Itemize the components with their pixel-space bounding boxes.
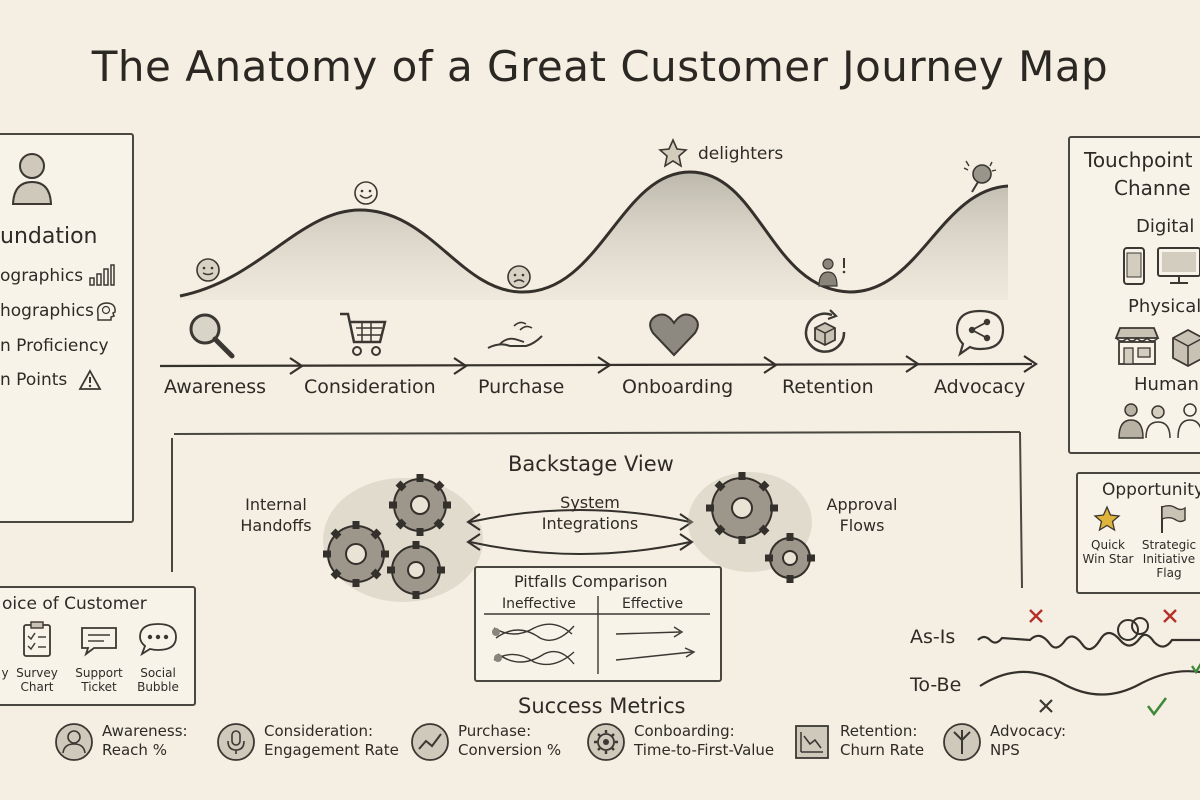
foundation-item: n Points	[0, 370, 68, 390]
to-be-label: To-Be	[910, 674, 962, 696]
support-ticket-icon	[81, 627, 117, 657]
neutral-face-icon	[196, 258, 220, 282]
journey-arrow	[159, 355, 1038, 375]
strategic-initiative-label: Strategic Initiative Flag	[1141, 538, 1197, 580]
stage-label-retention: Retention	[782, 376, 874, 398]
survey-clipboard-icon	[23, 621, 51, 657]
hand-payment-icon	[487, 321, 543, 349]
opportunity-heading: Opportunity	[1102, 480, 1200, 500]
system-integrations-label: System Integrations	[541, 493, 639, 533]
touchpoints-physical-label: Physical	[1128, 296, 1200, 317]
internal-handoffs-label: Internal Handoffs	[240, 495, 312, 535]
bar-chart-icon	[89, 264, 115, 286]
stage-label-advocacy: Advocacy	[934, 376, 1026, 398]
flag-icon	[1161, 505, 1186, 533]
voice-item: Social Bubble	[137, 666, 179, 694]
pitfalls-grid	[484, 596, 710, 674]
touchpoints-heading-line2: Channe	[1114, 176, 1191, 200]
opportunity-panel	[1076, 472, 1200, 594]
quick-win-label: Quick Win Star	[1082, 538, 1134, 566]
backstage-heading: Backstage View	[508, 452, 674, 476]
metric-line2: Time-to-First-Value	[634, 741, 775, 759]
page-title: The Anatomy of a Great Customer Journey …	[91, 42, 1109, 91]
delighters-label: delighters	[698, 144, 784, 164]
star-icon	[658, 138, 688, 168]
touchpoints-digital-label: Digital	[1136, 216, 1195, 237]
people-group-icon	[1118, 403, 1200, 439]
sad-face-icon	[507, 265, 531, 289]
star-icon	[1093, 505, 1121, 532]
foundation-item: n Proficiency	[0, 336, 109, 356]
touchpoints-human-label: Human	[1134, 374, 1199, 395]
shopping-cart-icon	[340, 312, 387, 356]
as-is-label: As-Is	[910, 626, 956, 648]
happy-face-icon	[354, 181, 378, 205]
microphone-metric-icon	[217, 723, 255, 761]
monitor-icon	[1157, 247, 1200, 284]
celebration-icon	[963, 160, 997, 193]
package-box-icon	[1172, 328, 1200, 368]
gears-cluster-icon	[323, 474, 483, 602]
voice-item: Support Ticket	[75, 666, 123, 694]
as-is-to-be-lines	[977, 609, 1200, 717]
foundation-item: ographics	[0, 266, 84, 286]
metric-line2: Reach %	[102, 741, 167, 759]
magnifier-icon	[189, 313, 235, 359]
gears-pair-icon	[688, 472, 815, 583]
phone-icon	[1123, 247, 1145, 285]
touchpoints-heading-line1: Touchpoint	[1084, 148, 1193, 172]
voice-heading: oice of Customer	[2, 594, 147, 614]
touchpoints-panel	[1068, 136, 1200, 454]
pitfalls-ineffective-label: Ineffective	[502, 596, 576, 612]
metric-line2: Churn Rate	[840, 741, 925, 759]
share-bubble-icon	[955, 309, 1005, 357]
brain-head-icon	[96, 302, 116, 321]
heart-icon	[649, 313, 699, 357]
metric-line1: Retention:	[840, 722, 918, 740]
nps-metric-icon	[943, 723, 981, 761]
voice-item: Survey Chart	[16, 666, 58, 694]
gear-metric-icon	[587, 723, 625, 761]
pitfalls-effective-label: Effective	[622, 596, 684, 612]
trend-metric-icon	[411, 723, 449, 761]
metric-line1: Consideration:	[264, 722, 374, 740]
stage-label-awareness: Awareness	[164, 376, 267, 398]
emotion-curve	[179, 170, 1009, 300]
stage-label-purchase: Purchase	[478, 376, 565, 398]
person-metric-icon	[55, 723, 93, 761]
chart-metric-icon	[795, 725, 829, 759]
metric-line1: Conboarding:	[634, 722, 735, 740]
foundation-heading: undation	[0, 224, 98, 249]
foundation-item: hographics	[0, 301, 94, 321]
persona-icon	[11, 153, 53, 205]
success-metrics-heading: Success Metrics	[518, 694, 686, 718]
metric-line1: Advocacy:	[990, 722, 1067, 740]
stage-label-consideration: Consideration	[304, 376, 436, 398]
alert-person-icon	[818, 258, 846, 287]
metric-line1: Awareness:	[102, 722, 188, 740]
approval-flows-label: Approval Flows	[826, 495, 898, 535]
metric-line2: NPS	[990, 741, 1020, 759]
pitfalls-heading: Pitfalls Comparison	[514, 572, 668, 591]
stage-label-onboarding: Onboarding	[622, 376, 734, 398]
voice-item: y	[1, 666, 9, 680]
social-bubble-icon	[139, 623, 177, 657]
metric-line2: Engagement Rate	[264, 741, 399, 759]
metric-line2: Conversion %	[458, 741, 562, 759]
storefront-icon	[1114, 327, 1160, 365]
renewal-box-icon	[804, 309, 846, 353]
metric-line1: Purchase:	[458, 722, 532, 740]
warning-icon	[78, 369, 102, 390]
integration-arrow	[466, 509, 694, 555]
voice-of-customer-panel	[0, 586, 196, 706]
